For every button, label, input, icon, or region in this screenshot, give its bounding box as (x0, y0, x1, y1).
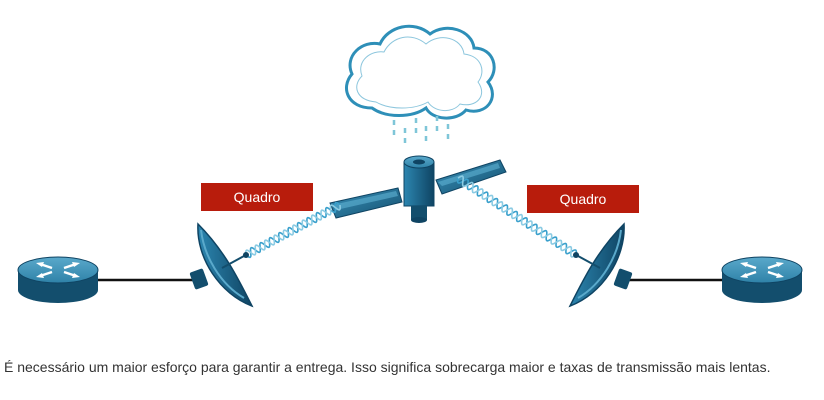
cloud-inner-outline (356, 36, 483, 111)
satellite-dish-icon-left (189, 222, 254, 308)
satellite-dish-icon-right (568, 222, 633, 308)
router-icon-right (721, 256, 803, 303)
frame-label-left: Quadro (201, 183, 313, 211)
caption-text: É necessário um maior esforço para garan… (4, 359, 771, 375)
router-icon-left (17, 256, 99, 303)
radio-wave-icon-left-b (244, 204, 342, 256)
wireless-diagram (17, 24, 803, 308)
frame-label-right: Quadro (527, 185, 639, 213)
rain-icon (392, 116, 450, 148)
satellite-icon (329, 155, 507, 223)
radio-wave-icon-right-b (457, 175, 577, 258)
